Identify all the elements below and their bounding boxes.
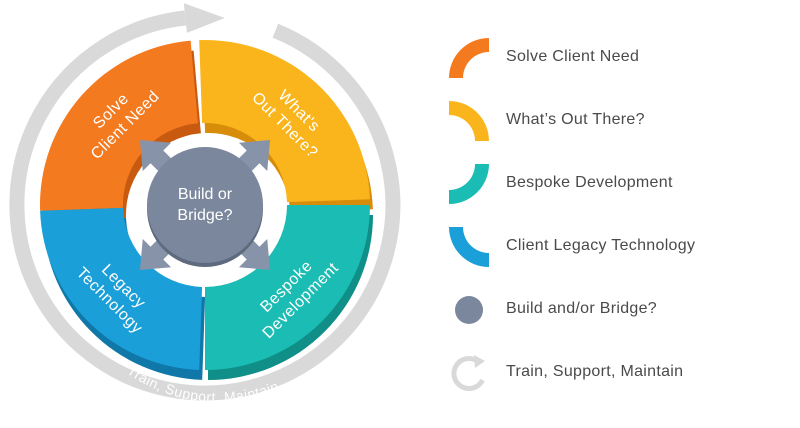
legend-item-legacy: Client Legacy Technology [445,223,785,271]
legend-label-whats-out-there: What’s Out There? [506,111,645,128]
segment-legacy-face [40,207,203,370]
center-label-line: Bridge? [177,207,232,224]
legend-label-solve: Solve Client Need [506,48,640,65]
yellow-arc-shape [449,101,489,141]
diagram-svg: Train, Support, Maintain SolveClient Nee… [9,3,401,401]
segment-whats-out-there-face [199,39,370,203]
gray-circle-icon [455,296,483,324]
center-circle [147,147,263,263]
legend-label-legacy: Client Legacy Technology [506,237,696,254]
teal-arc-icon [449,164,489,204]
center-label-line: Build or [178,186,233,203]
cycle-arrow-arc [451,356,485,391]
yellow-arc-icon [449,101,489,141]
orange-arc-shape [449,38,489,78]
cycle-arrow-head [474,355,485,368]
legend-item-train-support: Train, Support, Maintain [445,349,785,397]
legend-label-bespoke: Bespoke Development [506,174,673,191]
outer-ring-arc [9,10,401,401]
legend-item-bespoke: Bespoke Development [445,160,785,208]
segment-whats-out-there: What'sOut There? [199,39,373,213]
orange-arc-icon [449,38,489,78]
segment-solve-face [39,40,198,211]
legend-label-build-bridge: Build and/or Bridge? [506,300,657,317]
legend-item-build-bridge: Build and/or Bridge? [445,286,785,334]
legend-item-whats-out-there: What’s Out There? [445,97,785,145]
legend-label-train-support: Train, Support, Maintain [506,363,684,380]
center-label: Build or Bridge? [177,186,232,224]
blue-arc-shape [449,227,489,267]
teal-arc-shape [449,164,489,204]
legend-item-solve: Solve Client Need [445,34,785,82]
cycle-arrow-icon [451,355,485,391]
outer-ring-arrowhead-icon [183,3,225,33]
center-layer: Build or Bridge? [139,139,271,271]
segment-bespoke-face [205,205,370,370]
gray-circle-shape [455,296,483,324]
blue-arc-icon [449,227,489,267]
